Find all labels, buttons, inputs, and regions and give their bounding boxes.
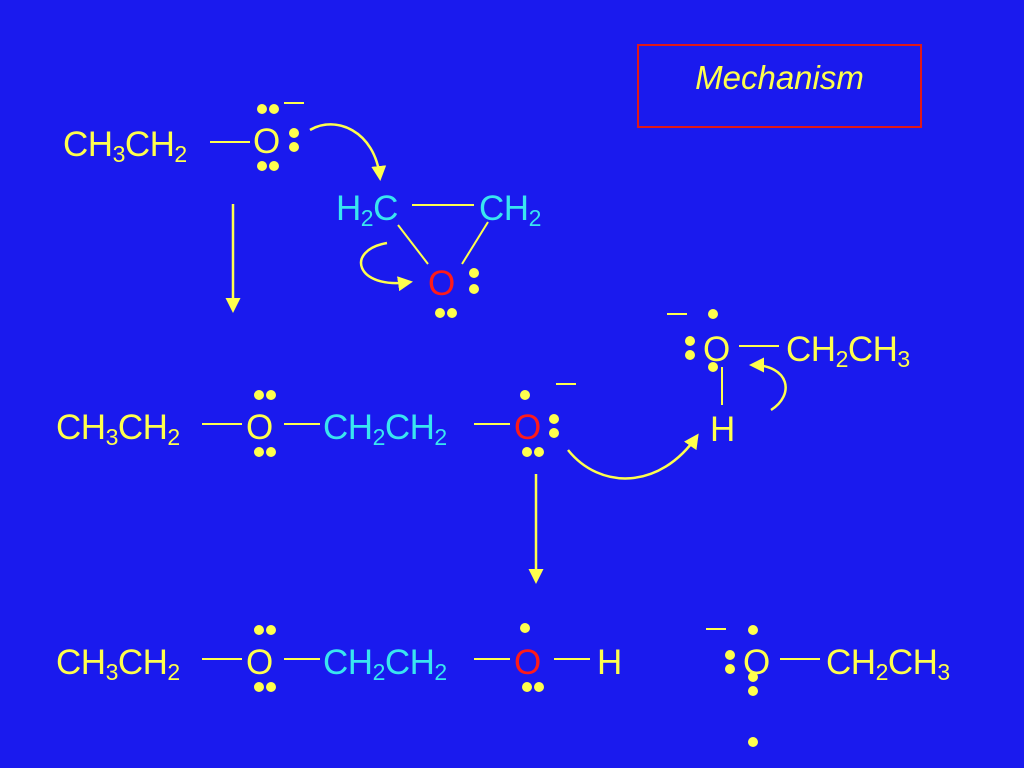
- product-ch2ch2: CH2CH2: [323, 643, 447, 685]
- lone-pair-dot: [447, 308, 457, 318]
- ethanol-oxygen: O: [703, 330, 730, 369]
- lone-pair-dot: [257, 104, 267, 114]
- lone-pair-dot: [269, 104, 279, 114]
- lone-pair-dot: [549, 428, 559, 438]
- ethoxide-product-ch2ch3: CH2CH3: [826, 643, 950, 685]
- ethoxide-bond: [210, 141, 250, 143]
- lone-pair-dot: [549, 414, 559, 424]
- lone-pair-dot: [520, 623, 530, 633]
- intermediate-bond-3: [474, 423, 510, 425]
- intermediate-ch2ch2: CH2CH2: [323, 408, 447, 450]
- ethoxide-ch3ch2: CH3CH2: [63, 125, 187, 167]
- lone-pair-dot: [748, 737, 758, 747]
- lone-pair-dot: [748, 625, 758, 635]
- epoxide-h2c: H2C: [336, 189, 398, 231]
- lone-pair-dot: [522, 447, 532, 457]
- curved-arrow-proton-abstraction: [567, 433, 699, 480]
- ethanol-hydrogen: H: [710, 410, 735, 449]
- lone-pair-dot: [266, 390, 276, 400]
- product-hydrogen: H: [597, 643, 622, 682]
- epoxide-co-bond-right: [461, 221, 489, 265]
- lone-pair-dot: [708, 362, 718, 372]
- lone-pair-dot: [257, 161, 267, 171]
- lone-pair-dot: [289, 128, 299, 138]
- ethanol-oc-bond: [739, 345, 779, 347]
- intermediate-ch3ch2: CH3CH2: [56, 408, 180, 450]
- lone-pair-dot: [269, 161, 279, 171]
- curved-arrow-nucleophilic-attack: [309, 123, 387, 181]
- epoxide-co-bond-left: [397, 224, 429, 265]
- lone-pair-dot: [266, 682, 276, 692]
- negative-charge: [667, 313, 687, 315]
- lone-pair-dot: [748, 686, 758, 696]
- epoxide-cc-bond: [412, 204, 474, 206]
- product-bond-1: [202, 658, 242, 660]
- epoxide-oxygen: O: [428, 264, 455, 303]
- lone-pair-dot: [254, 390, 264, 400]
- negative-charge: [284, 102, 304, 104]
- product-bond-2: [284, 658, 320, 660]
- product-oh-bond: [554, 658, 590, 660]
- lone-pair-dot: [435, 308, 445, 318]
- lone-pair-dot: [725, 664, 735, 674]
- product-ch3ch2: CH3CH2: [56, 643, 180, 685]
- lone-pair-dot: [748, 672, 758, 682]
- ethanol-ch2ch3: CH2CH3: [786, 330, 910, 372]
- lone-pair-dot: [469, 284, 479, 294]
- lone-pair-dot: [685, 350, 695, 360]
- lone-pair-dot: [685, 336, 695, 346]
- product-hydroxyl-oxygen: O: [514, 643, 541, 682]
- lone-pair-dot: [469, 268, 479, 278]
- lone-pair-dot: [254, 447, 264, 457]
- ethoxide-oxygen: O: [253, 122, 280, 161]
- lone-pair-dot: [289, 142, 299, 152]
- curved-arrow-ring-opening: [359, 241, 413, 292]
- lone-pair-dot: [534, 682, 544, 692]
- epoxide-ch2: CH2: [479, 189, 541, 231]
- intermediate-ether-oxygen: O: [246, 408, 273, 447]
- ethoxide-product-bond: [780, 658, 820, 660]
- lone-pair-dot: [534, 447, 544, 457]
- lone-pair-dot: [522, 682, 532, 692]
- intermediate-alkoxide-oxygen: O: [514, 408, 541, 447]
- mechanism-title: Mechanism: [695, 59, 864, 96]
- curved-arrow-oh-to-oxygen: [749, 357, 787, 412]
- negative-charge: [706, 628, 726, 630]
- negative-charge: [556, 383, 576, 385]
- product-ether-oxygen: O: [246, 643, 273, 682]
- mechanism-title-box: Mechanism: [637, 44, 922, 128]
- intermediate-bond-1: [202, 423, 242, 425]
- lone-pair-dot: [254, 625, 264, 635]
- lone-pair-dot: [254, 682, 264, 692]
- lone-pair-dot: [708, 309, 718, 319]
- lone-pair-dot: [266, 447, 276, 457]
- lone-pair-dot: [266, 625, 276, 635]
- lone-pair-dot: [520, 390, 530, 400]
- lone-pair-dot: [725, 650, 735, 660]
- product-bond-3: [474, 658, 510, 660]
- intermediate-bond-2: [284, 423, 320, 425]
